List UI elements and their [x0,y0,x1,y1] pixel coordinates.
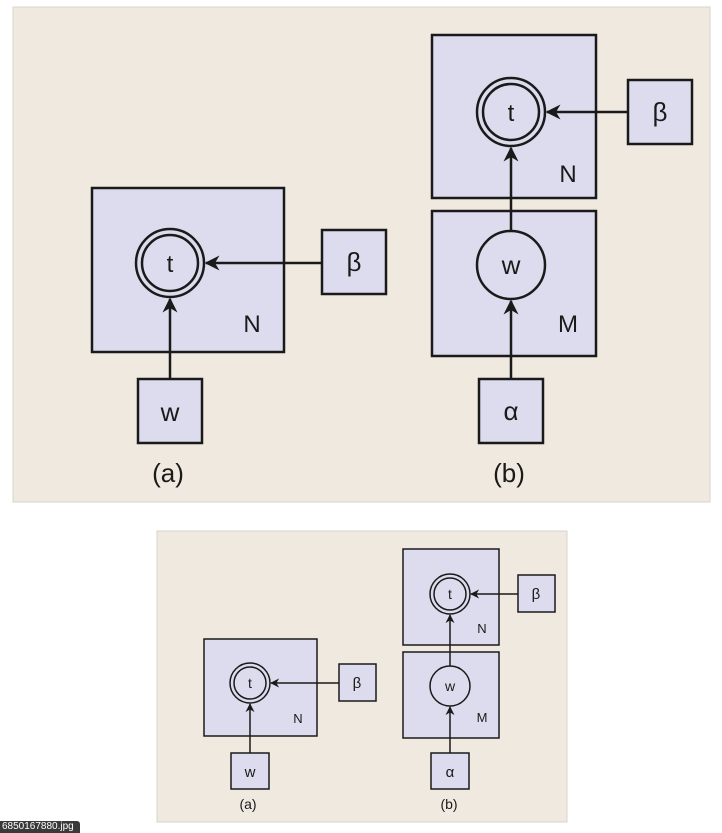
node-t-label: t [508,100,515,127]
node-alpha [477,377,545,445]
small-panel-b: N M t β w α (b) [402,548,556,812]
node-t-label: t [248,675,252,691]
caption-a: (a) [239,796,256,812]
node-t-label: t [167,251,174,278]
node-alpha-label: α [446,764,455,781]
node-beta [338,663,377,702]
plate-n-label: N [477,621,486,636]
small-panel-a: N t β w (a) [203,638,377,812]
node-w-label: w [160,397,180,427]
large-panel-b: N M t β w α (b) [430,33,694,488]
node-alpha [430,752,470,790]
plate-m-label: M [558,311,578,338]
node-t-inner [481,82,541,142]
plate-m-label: M [477,710,488,725]
node-t-inner [140,233,200,293]
caption-b: (b) [493,458,525,488]
large-panel-a: N t β w (a) [90,186,388,488]
small-figure: N t β w (a) N M t β w α [156,530,568,823]
node-w-label: w [501,250,521,280]
node-beta-label: β [653,97,668,127]
node-beta-label: β [532,586,541,603]
node-t-inner [233,666,267,700]
node-beta [320,228,388,296]
plate-n-label: N [293,711,302,726]
caption-a: (a) [152,458,184,488]
node-t-label: t [448,586,452,602]
node-beta-label: β [347,247,362,277]
node-w [230,752,270,790]
large-figure: N t β w (a) N M t β w α [12,6,711,503]
plate-n-label: N [243,311,260,338]
node-beta [626,78,694,146]
node-w-label: w [244,764,256,781]
node-w [136,377,204,445]
node-w-label: w [444,678,456,694]
filename-tag: 6850167880.jpg [0,821,80,833]
plate-n-label: N [559,161,576,188]
node-alpha-label: α [503,396,518,426]
caption-b: (b) [440,796,457,812]
node-beta-label: β [353,675,362,692]
node-t-inner [433,577,467,611]
